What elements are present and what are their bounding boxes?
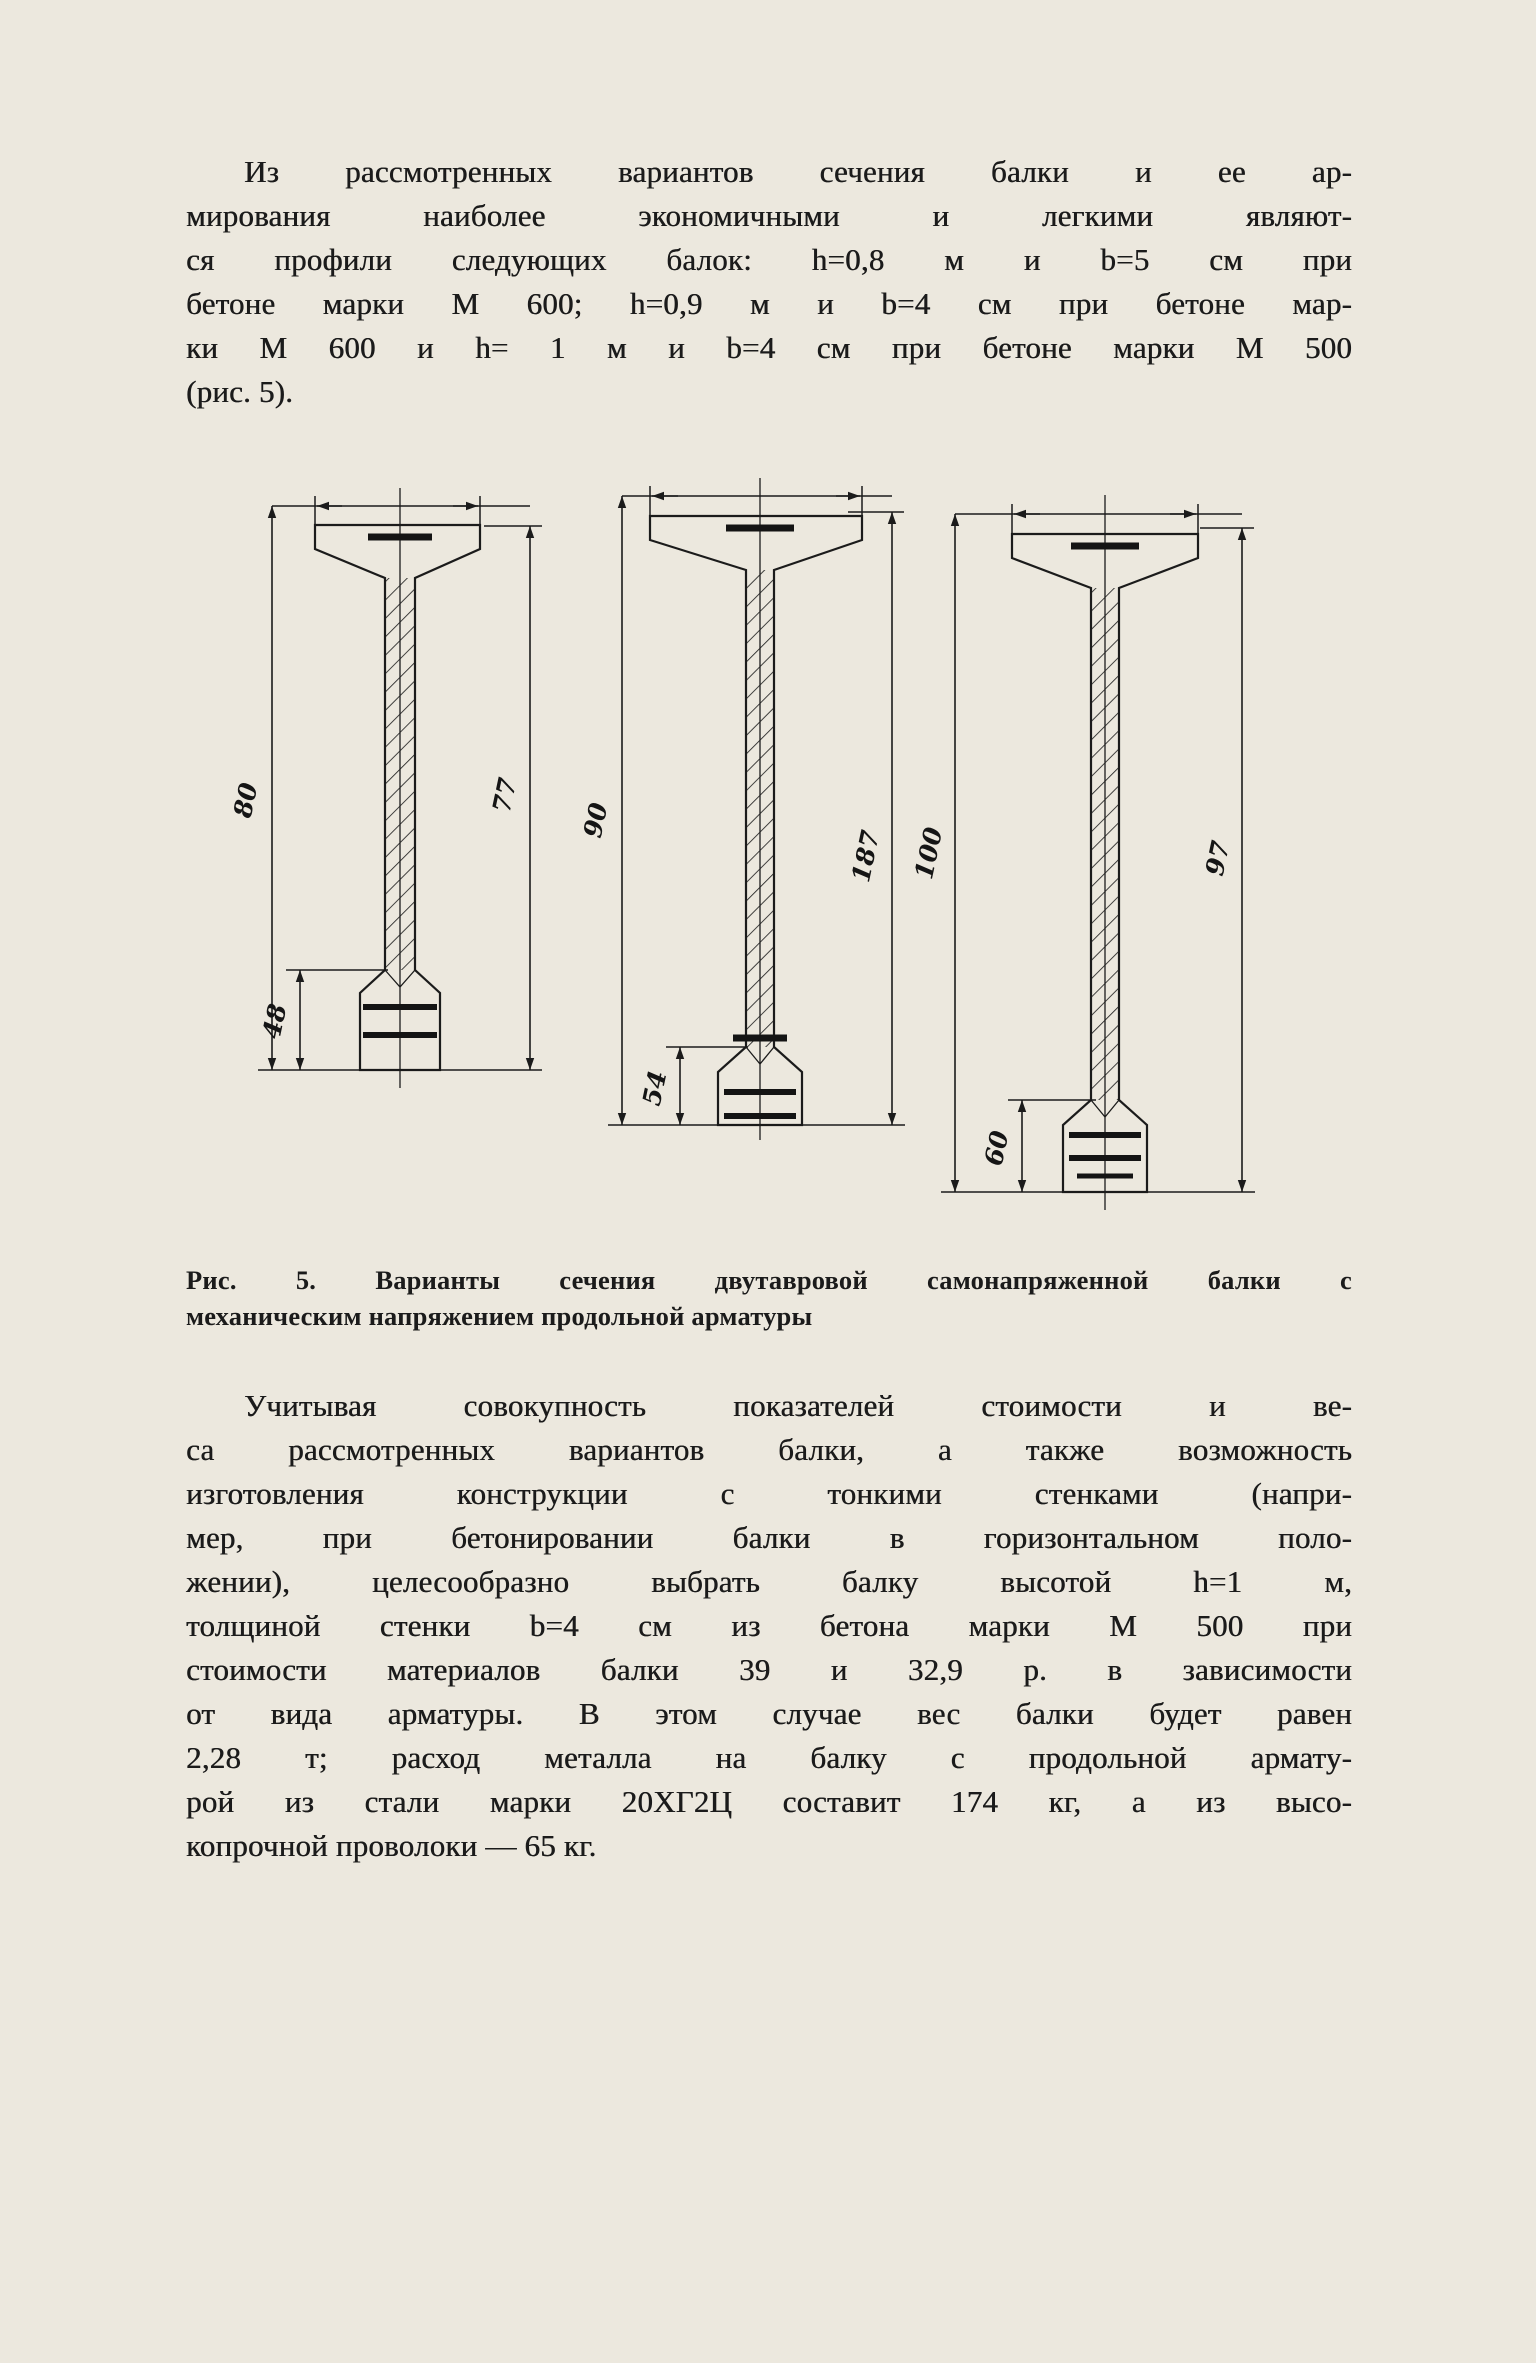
text-line: копрочной проволоки — 65 кг. <box>186 1828 597 1863</box>
text-line: толщиной стенки b=4 см из бетона марки М… <box>186 1608 1352 1643</box>
paragraph-2: Учитывая совокупность показателей стоимо… <box>186 1384 1352 1868</box>
text-line: бетоне марки М 600; h=0,9 м и b=4 см при… <box>186 286 1352 321</box>
beam-section-3: 100 97 60 <box>909 495 1255 1210</box>
text-line: изготовления конструкции с тонкими стенк… <box>186 1476 1352 1511</box>
text-line: Из рассмотренных вариантов сечения балки… <box>244 154 1352 189</box>
beam-section-2: 90 187 54 <box>578 478 905 1140</box>
foot-notch <box>745 1046 775 1066</box>
dim-label-foot-3: 60 <box>979 1128 1015 1169</box>
text-line: 2,28 т; расход металла на балку с продол… <box>186 1740 1352 1775</box>
beam-section-1: 80 77 48 <box>228 488 542 1088</box>
dim-label-right-1: 77 <box>487 775 523 816</box>
text-line: от вида арматуры. В этом случае вес балк… <box>186 1696 1352 1731</box>
text-line: жении), целесообразно выбрать балку высо… <box>186 1564 1352 1599</box>
figure-caption: Рис. 5. Варианты сечения двутавровой сам… <box>186 1262 1352 1334</box>
dim-label-height-1: 80 <box>228 780 264 822</box>
text-line: стоимости материалов балки 39 и 32,9 р. … <box>186 1652 1352 1687</box>
web-hatch <box>386 578 414 970</box>
dim-label-foot-1: 48 <box>257 1001 293 1041</box>
paragraph-1: Из рассмотренных вариантов сечения балки… <box>186 150 1352 414</box>
dim-label-right-3: 97 <box>1200 838 1236 879</box>
text-line: мирования наиболее экономичными и легким… <box>186 198 1352 233</box>
dim-label-height-2: 90 <box>578 800 614 841</box>
text-line: Рис. 5. Варианты сечения двутавровой сам… <box>186 1265 1352 1295</box>
figure-drawing: 80 77 48 90 187 5 <box>228 478 1255 1210</box>
web-hatch <box>1092 588 1118 1100</box>
text-line: ки М 600 и h= 1 м и b=4 см при бетоне ма… <box>186 330 1352 365</box>
foot-notch <box>384 969 416 988</box>
web-hatch <box>747 570 773 1047</box>
text-line: механическим напряжением продольной арма… <box>186 1301 813 1331</box>
dim-label-foot-2: 54 <box>637 1068 673 1108</box>
text-line: рой из стали марки 20ХГ2Ц составит 174 к… <box>186 1784 1352 1819</box>
text-line: мер, при бетонировании балки в горизонта… <box>186 1520 1352 1555</box>
text-line: (рис. 5). <box>186 374 294 409</box>
text-line: Учитывая совокупность показателей стоимо… <box>244 1388 1352 1423</box>
dim-label-height-3: 100 <box>909 824 948 882</box>
text-line: са рассмотренных вариантов балки, а такж… <box>186 1432 1352 1467</box>
foot-notch <box>1090 1099 1120 1119</box>
dim-label-right-2: 187 <box>846 827 885 885</box>
text-line: ся профили следующих балок: h=0,8 м и b=… <box>186 242 1352 277</box>
